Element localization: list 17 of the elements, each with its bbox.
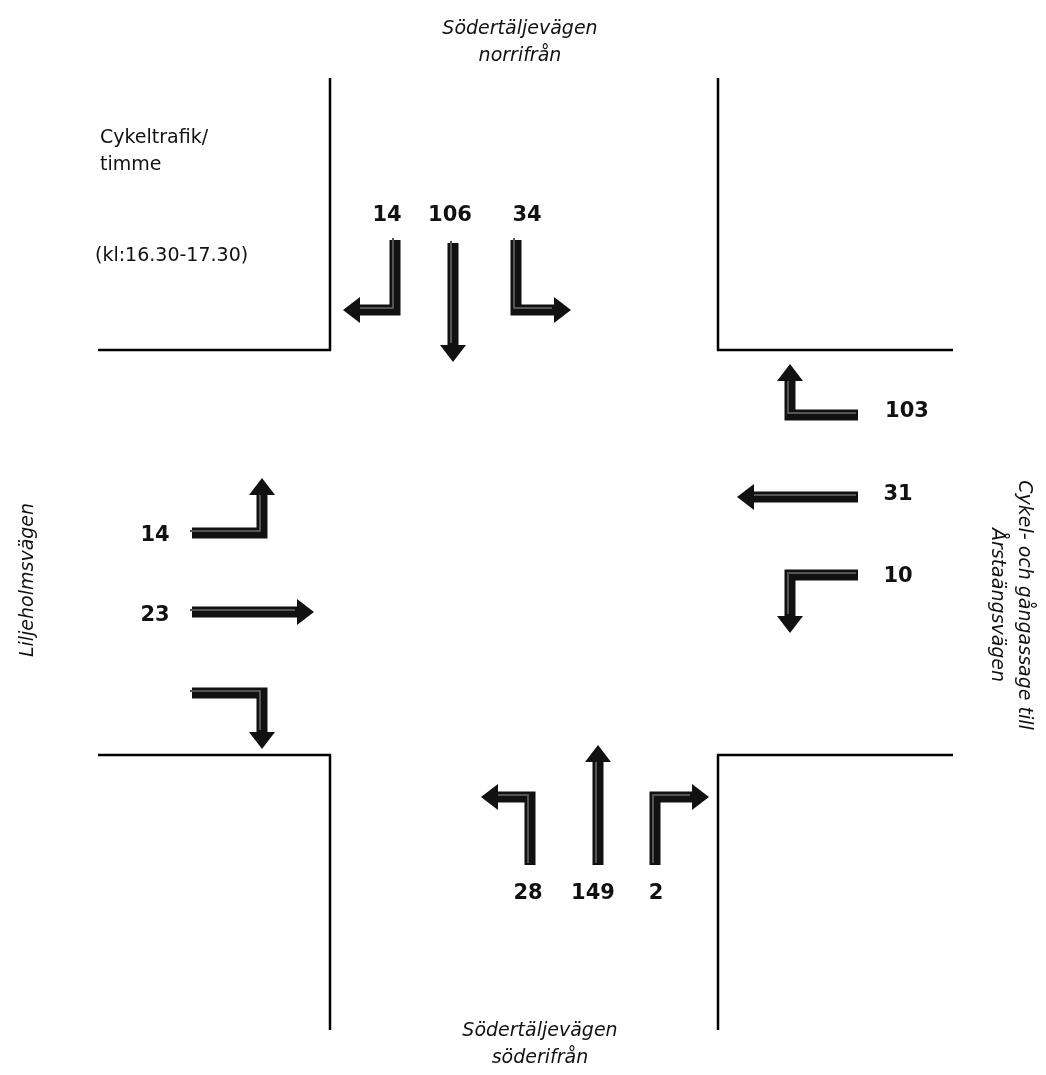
count-label: 31 <box>883 480 913 508</box>
count-label: 28 <box>513 879 543 907</box>
note-text: Cykeltrafik/ timme <box>100 124 210 176</box>
count-label: 2 <box>648 879 664 907</box>
count-label: 103 <box>885 397 929 425</box>
road-name: Södertäljevägen norrifrån <box>441 15 599 67</box>
road-name: Liljeholmsvägen <box>13 501 38 660</box>
count-label: 23 <box>140 601 170 629</box>
count-label: 106 <box>428 201 472 229</box>
note-text: (kl:16.30-17.30) <box>95 241 250 267</box>
count-label: 34 <box>512 201 542 229</box>
count-label: 149 <box>571 879 615 907</box>
count-label: 10 <box>883 562 913 590</box>
count-label: 14 <box>372 201 402 229</box>
count-label: 14 <box>140 521 170 549</box>
road-name: Cykel- och gångassage till Årstaängsvägen <box>987 479 1038 732</box>
road-name: Södertäljevägen söderifrån <box>461 1017 619 1069</box>
